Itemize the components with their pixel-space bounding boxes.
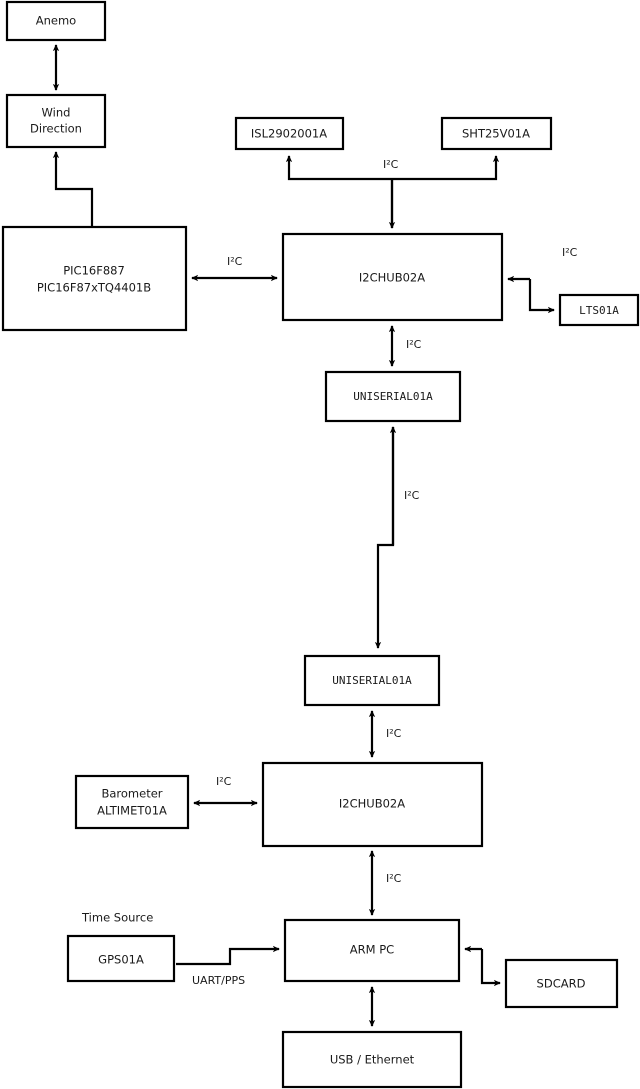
node-arm-pc-label: ARM PC (350, 943, 394, 957)
node-barometer-label-line1: Barometer (101, 787, 162, 801)
node-i2chub02a-top[interactable]: I2CHUB02A (281, 232, 504, 322)
edge-label-hub-uniserial-top: I²C (406, 338, 422, 351)
edge-hub-lts: I²C (507, 246, 578, 314)
node-lts01a-label: LTS01A (579, 304, 619, 317)
node-uniserial01a-top-label: UNISERIAL01A (353, 390, 433, 403)
edge-uniserial-hub-bot: I²C (368, 710, 402, 758)
edge-label-pic-hub: I²C (227, 255, 243, 268)
node-pic16f887-label-line1: PIC16F887 (63, 264, 125, 278)
edge-path-down (374, 427, 395, 649)
node-pic16f887[interactable]: PIC16F887 PIC16F87xTQ4401B (1, 225, 188, 332)
node-wind-direction-label-line2: Direction (30, 122, 82, 136)
edge-label-hub-armpc: I²C (386, 872, 402, 885)
node-wind-direction-box[interactable] (5, 93, 107, 149)
node-wind-direction-label-line1: Wind (42, 106, 71, 120)
edge-pic-hub-top: I²C (191, 255, 278, 282)
node-isl2902001a-label: ISL2902001A (251, 127, 327, 141)
label-time-source: Time Source (81, 911, 153, 925)
node-i2chub02a-bottom-label: I2CHUB02A (339, 797, 405, 811)
node-isl2902001a[interactable]: ISL2902001A (234, 116, 345, 151)
edge-path-to-lts (528, 279, 555, 314)
node-barometer-box[interactable] (74, 774, 190, 830)
node-gps01a[interactable]: GPS01A (66, 934, 176, 983)
node-usb-ethernet-box[interactable] (281, 1030, 463, 1089)
edge-uniserial-link: I²C (374, 426, 420, 649)
edge-hub-bot-armpc: I²C (368, 850, 402, 916)
edge-gps-armpc: UART/PPS (176, 945, 280, 987)
node-uniserial01a-bottom[interactable]: UNISERIAL01A (303, 654, 441, 707)
node-i2chub02a-top-label: I2CHUB02A (359, 271, 425, 285)
node-pic16f887-box[interactable] (1, 225, 188, 332)
node-usb-ethernet-label: USB / Ethernet (330, 1053, 415, 1067)
node-sht25v01a-box[interactable] (440, 116, 553, 151)
node-uniserial01a-bottom-label: UNISERIAL01A (332, 674, 412, 687)
node-i2chub02a-bottom[interactable]: I2CHUB02A (261, 761, 484, 848)
edge-path-to-sht (392, 155, 500, 181)
node-uniserial01a-bottom-box[interactable] (303, 654, 441, 707)
edge-barometer-hub-bot: I²C (193, 775, 258, 807)
node-lts01a[interactable]: LTS01A (558, 293, 640, 327)
edge-label-isl-sht-bus: I²C (383, 158, 399, 171)
edge-path-to-sdcard (480, 949, 501, 987)
edge-label-uniserial-hub-bot: I²C (386, 727, 402, 740)
node-gps01a-label: GPS01A (98, 953, 144, 967)
node-i2chub02a-top-box[interactable] (281, 232, 504, 322)
edge-hub-isl-sht-bus: I²C (285, 155, 500, 229)
node-anemo-label: Anemo (36, 14, 76, 28)
node-sdcard[interactable]: SDCARD (504, 958, 619, 1009)
node-uniserial01a-top[interactable]: UNISERIAL01A (324, 370, 462, 423)
edge-path (176, 945, 280, 966)
node-arm-pc[interactable]: ARM PC (283, 918, 461, 983)
edge-label-uniserial-link: I²C (404, 489, 420, 502)
node-sdcard-box[interactable] (504, 958, 619, 1009)
node-barometer-altimet01a[interactable]: Barometer ALTIMET01A (74, 774, 190, 830)
node-sht25v01a[interactable]: SHT25V01A (440, 116, 553, 151)
edge-path-to-isl (285, 155, 392, 181)
node-uniserial01a-top-box[interactable] (324, 370, 462, 423)
node-sdcard-label: SDCARD (537, 977, 586, 991)
node-anemo-box[interactable] (5, 0, 107, 42)
node-sht25v01a-label: SHT25V01A (462, 127, 530, 141)
node-anemo[interactable]: Anemo (5, 0, 107, 42)
node-lts01a-box[interactable] (558, 293, 640, 327)
edge-hub-uniserial-top: I²C (388, 325, 422, 367)
edge-label-gps-armpc: UART/PPS (192, 974, 245, 987)
edge-label-barometer-hub: I²C (216, 775, 232, 788)
node-pic16f887-label-line2: PIC16F87xTQ4401B (37, 281, 151, 295)
node-barometer-label-line2: ALTIMET01A (97, 804, 167, 818)
node-i2chub02a-bottom-box[interactable] (261, 761, 484, 848)
node-isl2902001a-box[interactable] (234, 116, 345, 151)
edge-path (52, 151, 94, 227)
node-arm-pc-box[interactable] (283, 918, 461, 983)
node-wind-direction[interactable]: Wind Direction (5, 93, 107, 149)
edge-pic-winddirection (52, 151, 94, 227)
node-usb-ethernet[interactable]: USB / Ethernet (281, 1030, 463, 1089)
edge-label-hub-lts: I²C (562, 246, 578, 259)
node-gps01a-box[interactable] (66, 934, 176, 983)
edge-armpc-sdcard (464, 945, 501, 987)
